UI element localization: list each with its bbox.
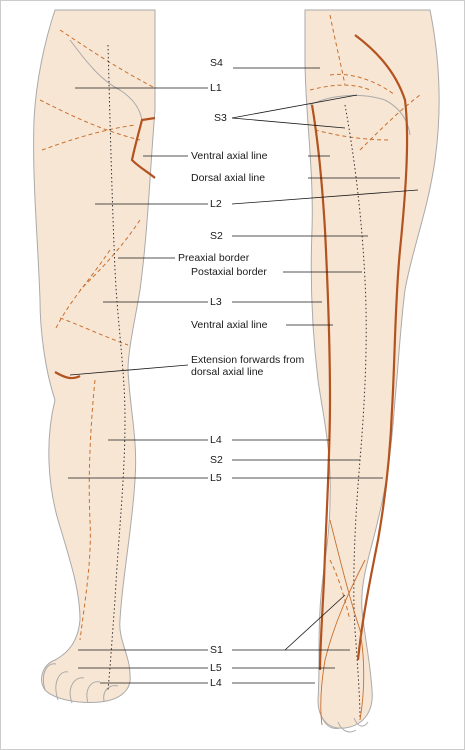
label-s1: S1 [210, 644, 223, 656]
label-l2: L2 [210, 198, 222, 210]
label-l3: L3 [210, 296, 222, 308]
label-l4-leg: L4 [210, 434, 222, 446]
right-foot-lines [320, 519, 366, 726]
label-postaxial-border: Postaxial border [191, 266, 267, 278]
label-extension-forwards: Extension forwards from dorsal axial lin… [191, 354, 305, 378]
label-ventral-axial-line-1: Ventral axial line [191, 150, 268, 162]
right-dermatome-boundaries [309, 14, 421, 621]
right-axial-line-ventral [310, 104, 332, 671]
label-dorsal-axial-line: Dorsal axial line [191, 172, 266, 184]
left-preaxial-dotted [107, 44, 126, 691]
label-l1: L1 [210, 82, 222, 94]
label-s4: S4 [210, 57, 223, 69]
label-l5-leg: L5 [210, 472, 222, 484]
left-groin-contour [69, 39, 143, 121]
right-postaxial-dotted [344, 104, 367, 721]
left-axial-line-knee [54, 371, 81, 380]
label-preaxial-border: Preaxial border [178, 252, 250, 264]
leader-lines [68, 67, 419, 684]
label-s3: S3 [214, 112, 227, 124]
left-axial-line-upper [130, 116, 156, 179]
label-s2-upper: S2 [210, 230, 223, 242]
left-toes [42, 663, 119, 704]
right-axial-line-dorsal [354, 34, 409, 661]
label-l5-foot: L5 [210, 662, 222, 674]
label-s2-lower: S2 [210, 454, 223, 466]
label-l4-foot: L4 [210, 677, 222, 689]
label-ventral-axial-line-2: Ventral axial line [191, 319, 268, 331]
